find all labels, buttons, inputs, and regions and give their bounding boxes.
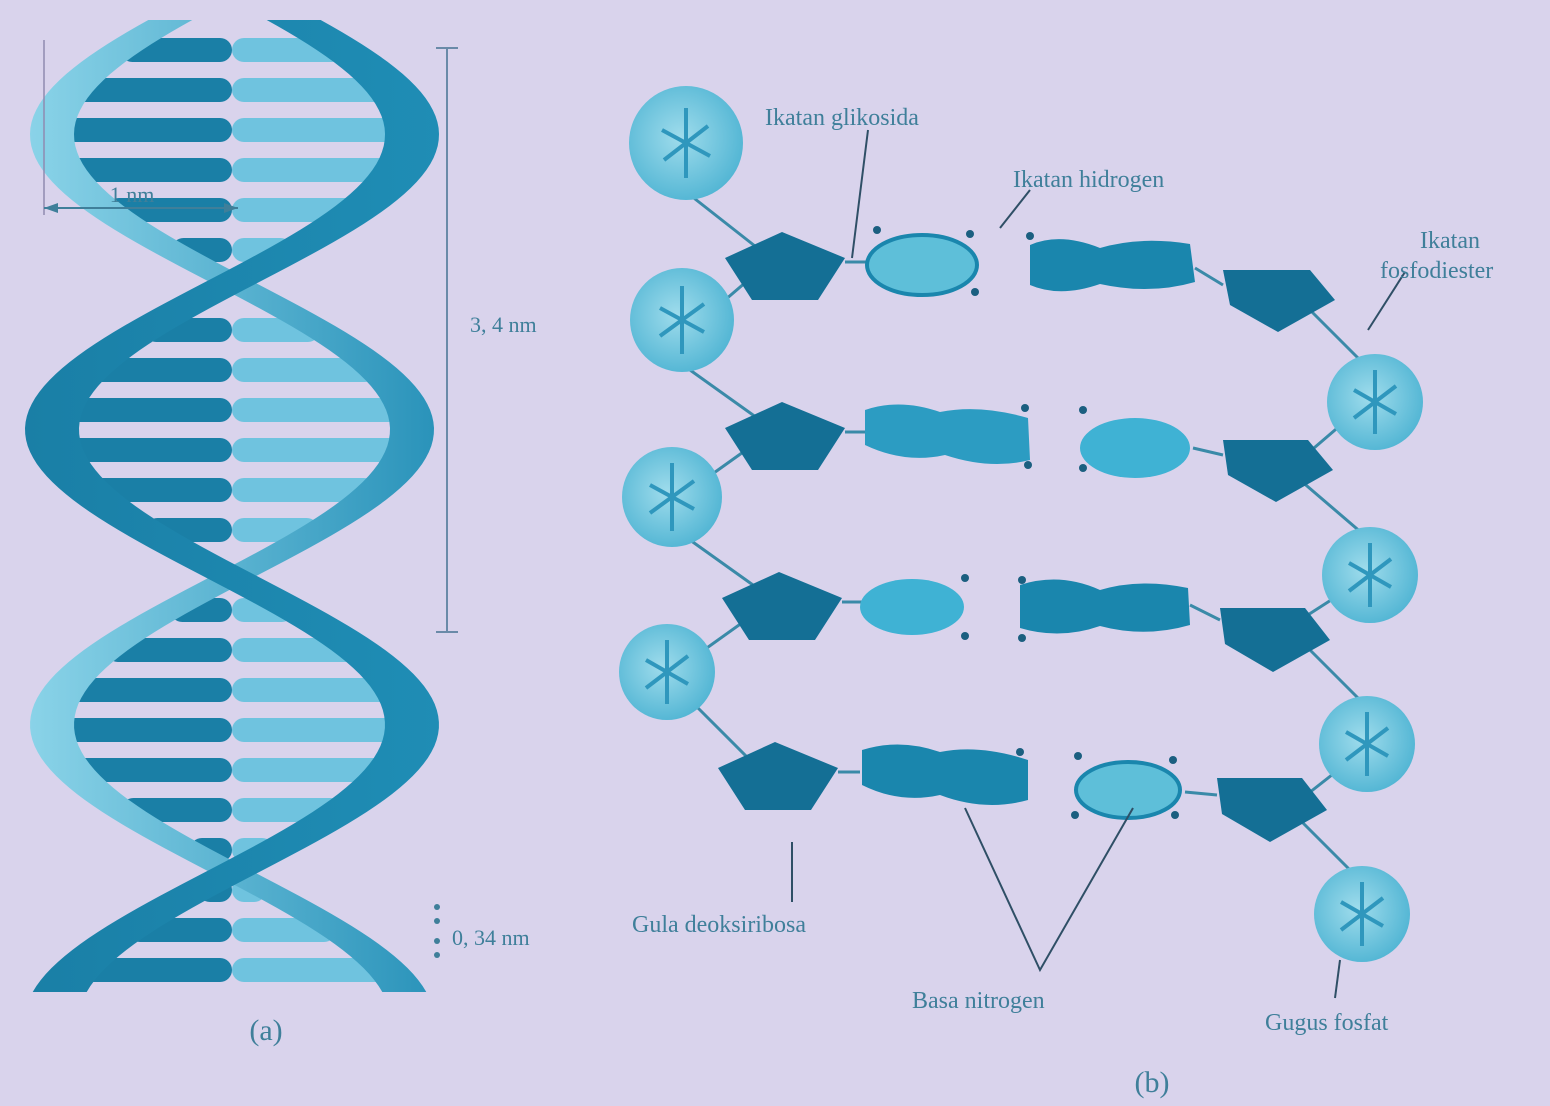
- phosphate-icon: [622, 447, 722, 547]
- phosphate-group-label: Gugus fosfat: [1265, 1010, 1389, 1036]
- sugar-pentagon: [718, 742, 838, 810]
- pitch-label: 3, 4 nm: [470, 312, 537, 337]
- width-label: 1 nm: [110, 182, 155, 207]
- panel-b-caption: (b): [1135, 1066, 1170, 1099]
- sugar-pentagon: [1223, 270, 1335, 332]
- base-pair-half: [232, 438, 408, 462]
- sugar-pentagon: [722, 572, 842, 640]
- deoxyribose-sugar-label: Gula deoksiribosa: [632, 912, 806, 938]
- phosphate-icon: [619, 624, 715, 720]
- glycosidic-links: [838, 262, 1223, 795]
- base-purine: [1030, 239, 1195, 291]
- phosphodiester-bond-label-1: Ikatan: [1420, 228, 1480, 254]
- deoxyribose-sugars: [718, 232, 1335, 842]
- base-purine: [1020, 580, 1190, 634]
- sugar-pentagon: [1220, 608, 1330, 672]
- pitch-dimension: 3, 4 nm: [436, 48, 537, 632]
- phosphate-icon: [1319, 696, 1415, 792]
- base-purine: [865, 404, 1030, 464]
- phosphate-icon: [1322, 527, 1418, 623]
- base-pair-half: [232, 398, 408, 422]
- double-helix-panel: 1 nm 3, 4 nm 0, 34 nm (a): [25, 20, 537, 1047]
- rise-label: 0, 34 nm: [452, 925, 530, 950]
- glycosidic-bond-label: Ikatan glikosida: [765, 105, 919, 131]
- nitrogen-bases: [860, 235, 1195, 818]
- hydrogen-bond-dots: [873, 226, 1179, 819]
- base-pyrimidine: [860, 579, 964, 635]
- phosphodiester-bond-label-2: fosfodiester: [1380, 258, 1493, 284]
- phosphate-icon: [630, 268, 734, 372]
- sugar-pentagon: [725, 402, 845, 470]
- rise-dimension: 0, 34 nm: [434, 904, 530, 958]
- sugar-pentagon: [725, 232, 845, 300]
- base-pyrimidine: [1080, 418, 1190, 478]
- nitrogen-base-label: Basa nitrogen: [912, 988, 1045, 1014]
- phosphate-groups: [619, 86, 1423, 962]
- base-pair-half: [52, 118, 232, 142]
- dna-ladder-panel: Ikatan glikosida Ikatan hidrogen Ikatan …: [619, 86, 1493, 1099]
- base-pair-half: [52, 718, 232, 742]
- panel-a-caption: (a): [249, 1014, 282, 1047]
- phosphate-icon: [1314, 866, 1410, 962]
- phosphate-icon: [629, 86, 743, 200]
- base-purine: [862, 744, 1028, 805]
- hydrogen-bond-label: Ikatan hidrogen: [1013, 167, 1164, 193]
- base-pyrimidine: [867, 235, 977, 295]
- phosphate-icon: [1327, 354, 1423, 450]
- base-pyrimidine: [1076, 762, 1180, 818]
